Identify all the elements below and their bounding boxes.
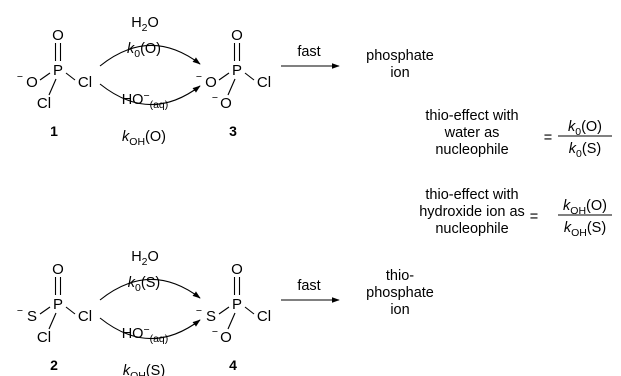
product-2-o-bottom: O xyxy=(220,329,232,346)
product-1: POO−ClO−3 xyxy=(196,27,271,139)
definition-numerator-1: k0(O) xyxy=(568,119,602,138)
water-arrow-1 xyxy=(99,45,201,67)
hydroxide-rate-constant-1: kOH(O) xyxy=(122,129,166,148)
definition-text-2-3: nucleophile xyxy=(435,221,508,237)
water-reagent-2: H2O xyxy=(131,249,159,268)
water-rate-constant-1: k0(O) xyxy=(127,41,161,60)
reactant-1-bond-bottom xyxy=(48,78,57,96)
definition-text-1-3: nucleophile xyxy=(435,142,508,158)
reactant-1-cl-bottom: Cl xyxy=(37,95,51,112)
product-2-o-top: O xyxy=(231,261,243,278)
fast-label-1: fast xyxy=(297,44,320,60)
final-product-line-2-2: phosphate xyxy=(366,285,434,301)
final-product-line-2-3: ion xyxy=(390,302,409,318)
product-1-charge-left: − xyxy=(196,71,202,83)
product-2-label: 4 xyxy=(229,357,237,373)
product-1-o-top: O xyxy=(231,27,243,44)
reactant-1-x-left: O xyxy=(26,74,38,91)
product-2-bond-bottom xyxy=(227,312,236,330)
definition-denominator-1: k0(S) xyxy=(569,141,601,160)
reactant-1-bond-right xyxy=(65,72,76,81)
reactant-2-label: 2 xyxy=(50,357,58,373)
definition-equals-2: = xyxy=(530,209,538,225)
definition-numerator-2: kOH(O) xyxy=(563,198,607,217)
product-2-cl-right: Cl xyxy=(257,308,271,325)
hydroxide-arrow-2 xyxy=(99,317,201,339)
product-2-p-atom: P xyxy=(232,296,242,313)
reactant-2-bond-left xyxy=(39,306,51,315)
product-2-charge-left: − xyxy=(196,305,202,317)
reaction-row-1: POO−ClCl1POO−ClO−3H2Ok0(O)HO−(aq)kOH(O)f… xyxy=(17,15,434,148)
reactant-2-cl-right: Cl xyxy=(78,308,92,325)
product-1-bond-left xyxy=(218,72,230,81)
final-product-line-1-1: phosphate xyxy=(366,48,434,64)
product-1-bond-right xyxy=(244,72,255,81)
product-1-p-atom: P xyxy=(232,62,242,79)
reactant-1-o-top: O xyxy=(52,27,64,44)
reaction-row-2: POS−ClCl2POS−ClO−4H2Ok0(S)HO−(aq)kOH(S)f… xyxy=(17,249,434,376)
definition-text-2-1: thio-effect with xyxy=(425,187,518,203)
reactant-2-o-top: O xyxy=(52,261,64,278)
reactant-1-charge-left: − xyxy=(17,71,23,83)
product-1-cl-right: Cl xyxy=(257,74,271,91)
final-product-line-2-1: thio- xyxy=(386,268,414,284)
product-1-x-left: O xyxy=(205,74,217,91)
final-product-line-1-2: ion xyxy=(390,65,409,81)
product-2-charge-bottom: − xyxy=(212,326,218,338)
reactant-2-bond-right xyxy=(65,306,76,315)
reactant-1-cl-right: Cl xyxy=(78,74,92,91)
water-arrow-2 xyxy=(99,279,201,301)
reactant-1-bond-left xyxy=(39,72,51,81)
product-1-bond-bottom xyxy=(227,78,236,96)
reactant-2-x-left: S xyxy=(27,308,37,325)
water-rate-constant-2: k0(S) xyxy=(128,275,160,294)
product-2-bond-right xyxy=(244,306,255,315)
product-1-charge-bottom: − xyxy=(212,92,218,104)
fast-label-2: fast xyxy=(297,278,320,294)
reactant-1-p-atom: P xyxy=(53,62,63,79)
definition-denominator-2: kOH(S) xyxy=(564,220,606,239)
hydroxide-reagent-2: HO−(aq) xyxy=(122,324,169,345)
hydroxide-rate-constant-2: kOH(S) xyxy=(123,363,165,376)
reactant-2-charge-left: − xyxy=(17,305,23,317)
reactant-1-label: 1 xyxy=(50,123,58,139)
reactant-2-p-atom: P xyxy=(53,296,63,313)
definition-text-2-2: hydroxide ion as xyxy=(419,204,525,220)
hydroxide-arrow-1 xyxy=(99,83,201,105)
reactant-2-cl-bottom: Cl xyxy=(37,329,51,346)
product-1-label: 3 xyxy=(229,123,237,139)
product-2-x-left: S xyxy=(206,308,216,325)
product-2: POS−ClO−4 xyxy=(196,261,271,373)
product-2-bond-left xyxy=(218,306,230,315)
definition-equals-1: = xyxy=(544,130,552,146)
definition-text-1-2: water as xyxy=(444,125,500,141)
product-1-o-bottom: O xyxy=(220,95,232,112)
reactant-2-bond-bottom xyxy=(48,312,57,330)
water-reagent-1: H2O xyxy=(131,15,159,34)
definition-text-1-1: thio-effect with xyxy=(425,108,518,124)
hydroxide-reagent-1: HO−(aq) xyxy=(122,90,169,111)
